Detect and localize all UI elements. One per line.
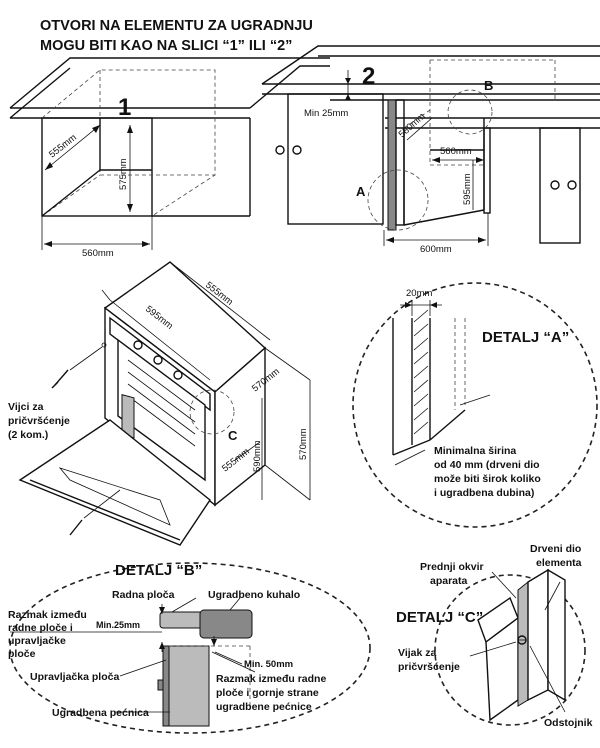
detail-b-razmak1-line4: ploče [8,648,36,660]
detail-b-min50: Min. 50mm [244,659,293,670]
figure-1-height-label: 575mm [118,158,129,190]
detail-a-dim-label: 20mm [406,288,432,299]
detail-a-drawing [352,282,598,528]
screws-label-3: (2 kom.) [8,429,48,441]
oven-drawing [18,261,311,546]
screws-label-2: pričvršćenje [8,415,70,427]
detail-b-razmak1-line1: Razmak između [8,609,87,621]
detail-c-vijak-line1: Vijak za [398,647,436,659]
header-line-2: MOGU BITI KAO NA SLICI “1” ILI “2” [40,38,292,54]
figure-2-width-label: 600mm [420,244,452,255]
figure-2-min-gap-label: Min 25mm [304,108,348,119]
oven-height-inner-label: 590mm [252,440,263,472]
detail-c-drveni-line1: Drveni dio [530,543,581,555]
detail-b-min25: Min.25mm [96,620,140,630]
marker-c: C [228,428,238,443]
oven-height-outer-label: 570mm [298,428,309,460]
detail-b-radna-ploca: Radna ploča [112,589,175,601]
screws-label-1: Vijci za [8,401,44,413]
detail-c-okvir-line1: Prednji okvir [420,561,484,573]
detail-c-title: DETALJ “C” [396,609,483,626]
detail-b-razmak1-line2: radne ploče i [8,622,73,634]
detail-b-title: DETALJ “B” [115,562,202,579]
figure-2-height-label: 595mm [462,173,473,205]
detail-a-title: DETALJ “A” [482,329,569,346]
detail-b-razmak2-line1: Razmak između radne [216,673,326,685]
detail-c-drawing [434,568,586,726]
figure-1-number: 1 [118,94,131,121]
detail-a-note-3: može biti širok koliko [434,473,541,485]
header-line-1: OTVORI NA ELEMENTU ZA UGRADNJU [40,18,313,34]
figure-1-cabinet [9,57,330,250]
detail-b-razmak2-line3: ugradbene pećnice [216,701,312,713]
detail-c-vijak-line2: pričvršćenje [398,661,460,673]
figure-1-width-label: 560mm [82,248,114,259]
detail-b-upravljacka: Upravljačka ploča [30,671,119,683]
marker-a: A [356,184,366,199]
detail-b-ugradbeno-kuhalo: Ugradbeno kuhalo [208,589,300,601]
marker-b: B [484,78,493,93]
figure-2-number: 2 [362,63,375,90]
detail-c-okvir-line2: aparata [430,575,468,587]
detail-a-note-4: i ugradbena dubina) [434,487,534,499]
detail-b-pecnica: Ugradbena pećnica [52,707,149,719]
detail-c-drveni-line2: elementa [536,557,582,569]
detail-a-note-1: Minimalna širina [434,445,516,457]
detail-b-drawing [9,562,371,734]
detail-c-odstojnik: Odstojnik [544,717,593,729]
figure-2-cabinet [261,45,600,246]
detail-b-razmak1-line3: upravljačke [8,635,66,647]
detail-b-razmak2-line2: ploče i gornje strane [216,687,319,699]
figure-2-inner-width-label: 560mm [440,146,472,157]
detail-a-note-2: od 40 mm (drveni dio [434,459,540,471]
